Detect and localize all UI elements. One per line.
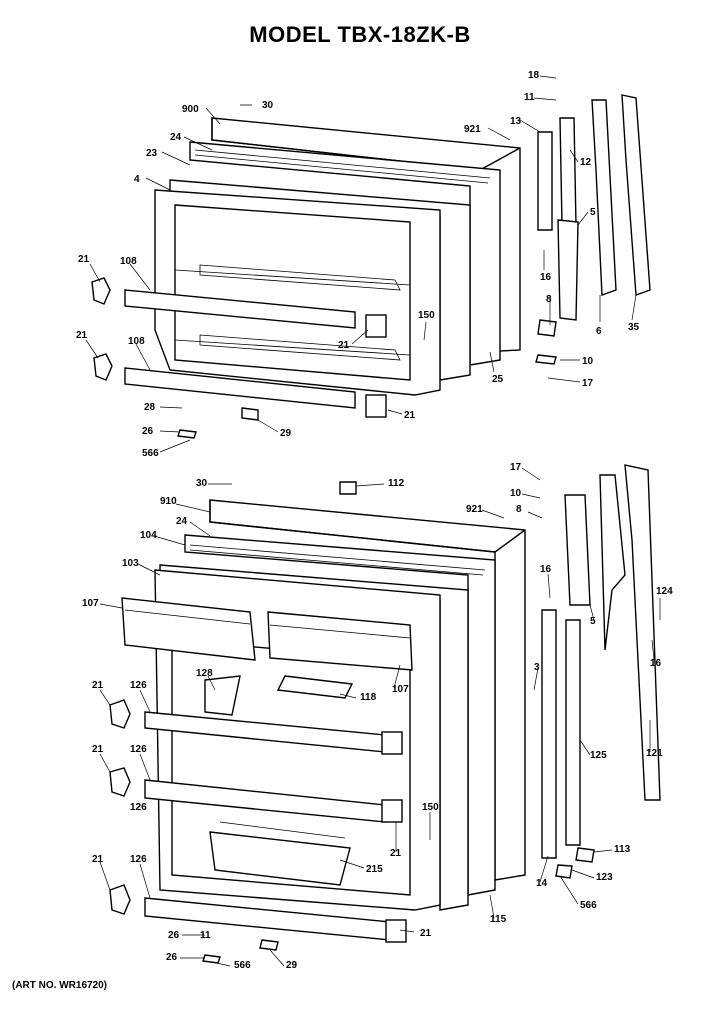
callout-label: 25 bbox=[492, 374, 504, 385]
callout-label: 123 bbox=[596, 872, 613, 883]
upper-door-assembly bbox=[91, 94, 651, 439]
callout-label: 900 bbox=[182, 104, 199, 115]
callout-label: 118 bbox=[360, 692, 377, 703]
callout-label: 107 bbox=[82, 598, 99, 609]
callout-label: 26 bbox=[168, 930, 180, 941]
callout-label: 124 bbox=[656, 586, 673, 597]
callout-label: 128 bbox=[196, 668, 213, 679]
callout-label: 8 bbox=[516, 504, 522, 515]
lower-door-assembly bbox=[109, 464, 661, 964]
callout-label: 13 bbox=[510, 116, 522, 127]
callout-label: 126 bbox=[130, 680, 147, 691]
callout-label: 24 bbox=[176, 516, 188, 527]
callout-label: 125 bbox=[590, 750, 607, 761]
callout-label: 215 bbox=[366, 864, 383, 875]
callout-label: 30 bbox=[262, 100, 274, 111]
callout-label: 23 bbox=[146, 148, 158, 159]
callout-label: 126 bbox=[130, 802, 147, 813]
callout-label: 12 bbox=[580, 157, 592, 168]
callout-label: 4 bbox=[134, 174, 140, 185]
lower-callouts: 17 30 112 10 910 921 8 24 104 103 16 124… bbox=[82, 462, 673, 971]
callout-label: 921 bbox=[466, 504, 483, 515]
callout-label: 16 bbox=[650, 658, 662, 669]
callout-label: 112 bbox=[388, 478, 405, 489]
callout-label: 126 bbox=[130, 744, 147, 755]
callout-label: 5 bbox=[590, 616, 596, 627]
callout-label: 21 bbox=[92, 680, 104, 691]
callout-label: 18 bbox=[528, 70, 540, 81]
callout-label: 150 bbox=[418, 310, 435, 321]
callout-label: 910 bbox=[160, 496, 177, 507]
callout-label: 21 bbox=[92, 744, 104, 755]
callout-label: 28 bbox=[144, 402, 156, 413]
callout-label: 103 bbox=[122, 558, 139, 569]
model-title: MODEL TBX-18ZK-B bbox=[249, 22, 471, 47]
callout-label: 21 bbox=[420, 928, 432, 939]
callout-label: 21 bbox=[78, 254, 90, 265]
callout-label: 121 bbox=[646, 748, 663, 759]
callout-label: 150 bbox=[422, 802, 439, 813]
callout-label: 16 bbox=[540, 272, 552, 283]
callout-label: 10 bbox=[510, 488, 522, 499]
callout-label: 921 bbox=[464, 124, 481, 135]
callout-label: 11 bbox=[200, 930, 211, 941]
callout-label: 16 bbox=[540, 564, 552, 575]
callout-label: 14 bbox=[536, 878, 548, 889]
callout-label: 108 bbox=[128, 336, 145, 347]
upper-callouts: 18 11 900 30 921 13 24 12 23 4 5 21 108 … bbox=[76, 70, 640, 459]
callout-label: 35 bbox=[628, 322, 640, 333]
callout-label: 566 bbox=[142, 448, 159, 459]
callout-label: 566 bbox=[580, 900, 597, 911]
callout-label: 5 bbox=[590, 207, 596, 218]
callout-label: 104 bbox=[140, 530, 157, 541]
callout-label: 24 bbox=[170, 132, 182, 143]
callout-label: 29 bbox=[286, 960, 298, 971]
callout-label: 29 bbox=[280, 428, 292, 439]
callout-label: 21 bbox=[92, 854, 104, 865]
callout-label: 17 bbox=[510, 462, 522, 473]
callout-label: 11 bbox=[524, 92, 535, 103]
callout-label: 3 bbox=[534, 662, 540, 673]
callout-label: 566 bbox=[234, 960, 251, 971]
callout-label: 6 bbox=[596, 326, 602, 337]
callout-label: 26 bbox=[166, 952, 178, 963]
callout-label: 108 bbox=[120, 256, 137, 267]
art-number: (ART NO. WR16720) bbox=[12, 980, 108, 991]
callout-label: 113 bbox=[614, 844, 631, 855]
callout-label: 21 bbox=[76, 330, 88, 341]
callout-label: 26 bbox=[142, 426, 154, 437]
callout-label: 126 bbox=[130, 854, 147, 865]
callout-label: 21 bbox=[338, 340, 350, 351]
callout-label: 8 bbox=[546, 294, 552, 305]
callout-label: 107 bbox=[392, 684, 409, 695]
callout-label: 10 bbox=[582, 356, 594, 367]
callout-label: 30 bbox=[196, 478, 208, 489]
callout-label: 17 bbox=[582, 378, 594, 389]
callout-label: 21 bbox=[404, 410, 416, 421]
callout-label: 21 bbox=[390, 848, 402, 859]
callout-label: 115 bbox=[490, 914, 507, 925]
